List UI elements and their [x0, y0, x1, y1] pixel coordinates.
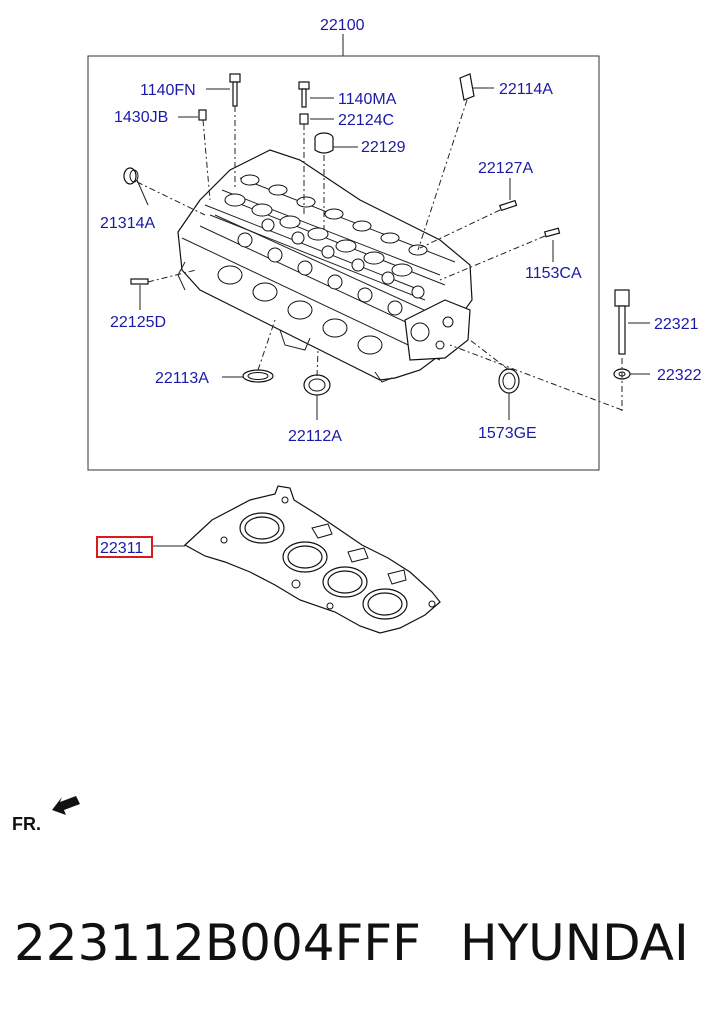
label-22322[interactable]: 22322	[657, 367, 702, 384]
bolt-1140FN-icon	[229, 73, 241, 107]
label-22113A[interactable]: 22113A	[155, 370, 209, 387]
label-22311-highlight	[96, 536, 153, 558]
label-22129[interactable]: 22129	[361, 139, 406, 156]
footer-part-number: 223112B004FFF	[14, 914, 421, 972]
plug-21314A-icon	[123, 167, 139, 185]
head-gasket-illustration	[183, 485, 441, 634]
label-22311[interactable]: 22311	[100, 540, 143, 557]
front-arrow-icon	[52, 796, 80, 815]
seal-1573GE-icon	[498, 368, 520, 394]
head-bolt-22321-icon	[614, 289, 630, 355]
label-22112A[interactable]: 22112A	[288, 428, 342, 445]
label-22114A[interactable]: 22114A	[499, 81, 553, 98]
stud-22127A-icon	[499, 199, 518, 212]
label-22321[interactable]: 22321	[654, 316, 699, 333]
dowel-22124C-icon	[299, 113, 309, 125]
label-1140FN[interactable]: 1140FN	[140, 82, 196, 99]
assembly-frame	[87, 55, 600, 471]
label-22100[interactable]: 22100	[320, 17, 365, 34]
leader-lines	[136, 87, 650, 420]
plug-22129-icon	[314, 132, 334, 154]
fr-label: FR.	[12, 814, 41, 834]
footer-brand: HYUNDAI	[460, 914, 689, 972]
label-22125D[interactable]: 22125D	[110, 314, 166, 331]
cylinder-head-illustration	[177, 149, 473, 383]
seal-22112A-icon	[303, 374, 331, 396]
label-1573GE[interactable]: 1573GE	[478, 425, 537, 442]
label-1430JB[interactable]: 1430JB	[114, 109, 168, 126]
label-1140MA[interactable]: 1140MA	[338, 91, 397, 108]
label-22124C[interactable]: 22124C	[338, 112, 394, 129]
stud-1153CA-icon	[543, 227, 561, 238]
dowel-1430JB-icon	[198, 109, 207, 121]
label-22127A[interactable]: 22127A	[478, 160, 533, 177]
stud-22125D-icon	[130, 278, 149, 285]
tube-22114A-icon	[459, 73, 475, 101]
label-21314A[interactable]: 21314A	[100, 215, 155, 232]
bolt-1140MA-icon	[298, 81, 310, 108]
front-direction-indicator: FR.	[12, 796, 80, 834]
seal-22113A-icon	[242, 369, 274, 383]
label-1153CA[interactable]: 1153CA	[525, 265, 582, 282]
